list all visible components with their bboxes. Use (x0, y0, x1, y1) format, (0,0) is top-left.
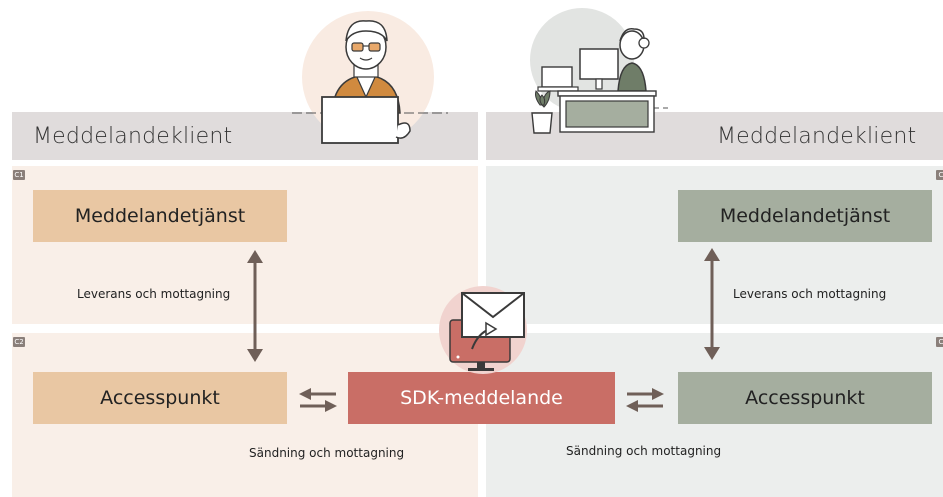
left-delivery-label: Leverans och mottagning (77, 287, 231, 301)
right-exchange-arrow-icon (626, 388, 664, 412)
tag-c2: C2 (13, 337, 25, 347)
right-delivery-label: Leverans och mottagning (733, 287, 887, 301)
left-send-label: Sändning och mottagning (249, 446, 405, 460)
woman-at-desk-icon (520, 5, 670, 140)
tag-c1-right: C (936, 170, 943, 180)
tag-c2-right: C (936, 337, 943, 347)
right-service-box: Meddelandetjänst (678, 190, 932, 242)
man-with-laptop-icon (290, 5, 450, 150)
left-vertical-double-arrow-icon (247, 250, 263, 362)
envelope-monitor-icon (428, 285, 538, 375)
sdk-message-box: SDK-meddelande (348, 372, 615, 424)
left-exchange-arrow-icon (299, 388, 337, 412)
left-service-box: Meddelandetjänst (33, 190, 287, 242)
tag-c1: C1 (13, 170, 25, 180)
right-send-label: Sändning och mottagning (566, 444, 722, 458)
right-vertical-double-arrow-icon (704, 248, 720, 360)
right-access-box: Accesspunkt (678, 372, 932, 424)
left-header-title: Meddelandeklient (33, 124, 233, 149)
left-access-box: Accesspunkt (33, 372, 287, 424)
right-header-title: Meddelandeklient (717, 124, 917, 149)
